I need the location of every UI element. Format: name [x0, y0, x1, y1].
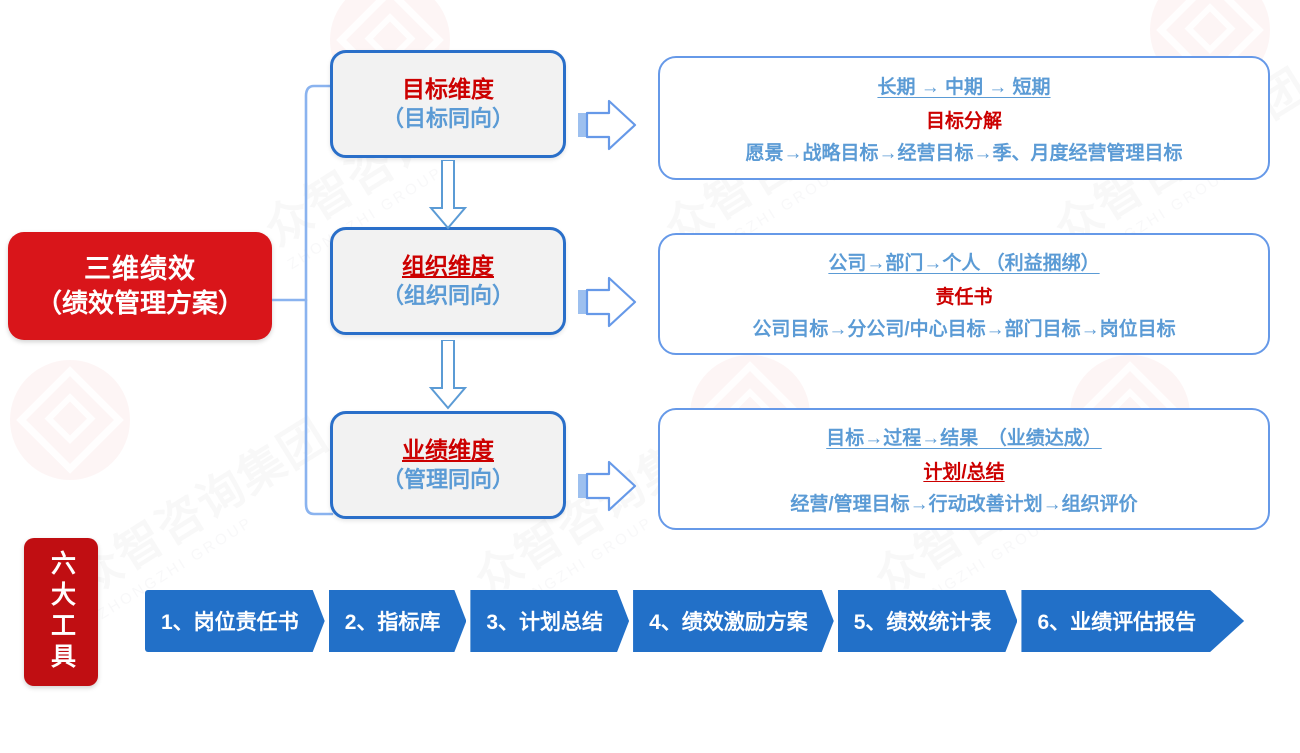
dimension-subtitle: （管理同向） [381, 466, 514, 492]
dimension-box-performance[interactable]: 业绩维度 （管理同向） [330, 411, 566, 519]
dimension-box-goal[interactable]: 目标维度 （目标同向） [330, 50, 566, 158]
detail-body: 愿景→战略目标→经营目标→季、月度经营管理目标 [745, 142, 1183, 164]
detail-head: 目标→过程→结果 （业绩达成） [826, 427, 1102, 449]
dimension-title: 目标维度 [402, 75, 494, 102]
tool-item-5[interactable]: 5、绩效统计表 [838, 590, 1018, 652]
tool-item-4[interactable]: 4、绩效激励方案 [633, 590, 834, 652]
dimension-title: 业绩维度 [402, 436, 494, 463]
dimension-box-organization[interactable]: 组织维度 （组织同向） [330, 227, 566, 335]
down-arrow-icon [425, 339, 471, 410]
detail-box-goal-decomposition[interactable]: 长期 → 中期 → 短期 目标分解 愿景→战略目标→经营目标→季、月度经营管理目… [658, 56, 1270, 180]
tools-bar: 1、岗位责任书 2、指标库 3、计划总结 4、绩效激励方案 5、绩效统计表 6、… [145, 590, 1244, 652]
tool-item-6[interactable]: 6、业绩评估报告 [1021, 590, 1244, 652]
hollow-right-arrow-icon [576, 274, 638, 330]
tool-item-3[interactable]: 3、计划总结 [470, 590, 629, 652]
detail-box-plan-summary[interactable]: 目标→过程→结果 （业绩达成） 计划/总结 经营/管理目标→行动改善计划→组织评… [658, 408, 1270, 530]
detail-box-responsibility[interactable]: 公司→部门→个人 （利益捆绑） 责任书 公司目标→分公司/中心目标→部门目标→岗… [658, 233, 1270, 355]
tool-item-2[interactable]: 2、指标库 [329, 590, 467, 652]
root-title-line1: 三维绩效 [84, 254, 196, 285]
root-node-three-dimensional-performance[interactable]: 三维绩效 （绩效管理方案） [8, 232, 272, 340]
tool-item-1[interactable]: 1、岗位责任书 [145, 590, 325, 652]
hollow-right-arrow-icon [576, 458, 638, 514]
dimension-subtitle: （组织同向） [381, 282, 514, 308]
bracket-connector [270, 80, 342, 520]
detail-body: 经营/管理目标→行动改善计划→组织评价 [790, 493, 1138, 515]
hollow-right-arrow-icon [576, 97, 638, 153]
down-arrow-icon [425, 159, 471, 230]
dimension-subtitle: （目标同向） [381, 105, 514, 131]
root-title-line2: （绩效管理方案） [35, 287, 244, 318]
six-tools-label: 六大工具 [24, 538, 98, 686]
detail-mid: 目标分解 [925, 110, 1002, 132]
detail-body: 公司目标→分公司/中心目标→部门目标→岗位目标 [752, 318, 1176, 340]
dimension-title: 组织维度 [402, 252, 494, 279]
detail-head: 长期 → 中期 → 短期 [877, 76, 1051, 98]
detail-mid: 责任书 [935, 286, 993, 308]
detail-head: 公司→部门→个人 （利益捆绑） [828, 252, 1100, 274]
six-tools-label-text: 六大工具 [47, 550, 76, 674]
detail-mid: 计划/总结 [923, 461, 1005, 483]
